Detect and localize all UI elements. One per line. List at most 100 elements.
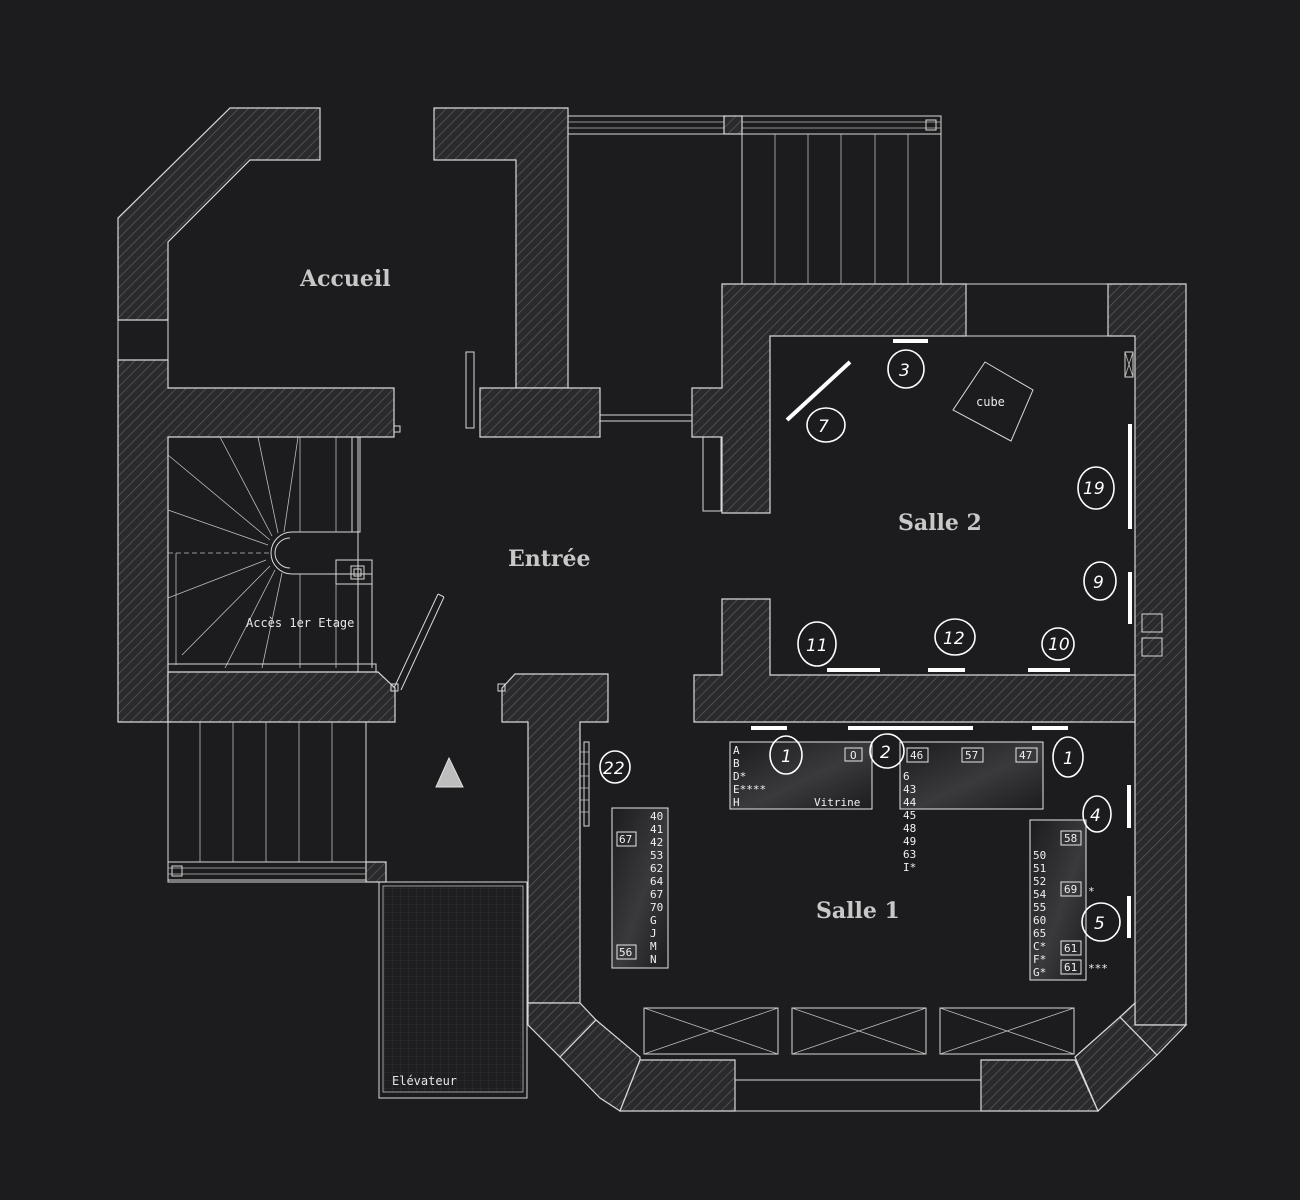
spiral-stair [167,436,377,673]
bottom-windows [643,1007,1075,1055]
table-box-label: 61 [1064,961,1077,974]
table-list-item: 64 [650,875,664,888]
table-list-item: 55 [1033,901,1046,914]
table-box-label: 56 [619,946,632,959]
annotation-7: 7 [806,407,846,443]
vitrine-left: A B D* E**** H O Vitrine [729,741,873,810]
table-list-item: 67 [650,888,663,901]
vitrine-box-label: O [850,749,857,762]
table-box-label: 69 [1064,883,1077,896]
table-list-item: 52 [1033,875,1046,888]
vitrine-letter: H [733,796,740,809]
annotation-19: 19 [1077,466,1115,510]
room-label-entree: Entrée [508,546,591,572]
doors [390,351,1163,692]
annotation-text: 2 [880,743,891,763]
vitrine-label: Vitrine [814,796,860,809]
walls-salle2 [691,283,1187,1026]
entrance-marker [435,756,464,788]
stairs-label: Accès 1er Etage [246,616,354,630]
annotation-12: 12 [934,618,976,656]
annotation-text: 7 [818,417,829,437]
table-list-item: G [650,914,657,927]
vitrine-box-label: 46 [910,749,923,762]
table-left: 40 41 42 53 62 64 67 70 G J M N 67 56 [611,807,669,969]
table-list-item: N [650,953,657,966]
table-list-item: 41 [650,823,663,836]
annotation-1-right: 1 [1052,736,1084,778]
table-list-item: G* [1033,966,1046,979]
walls-lower [167,721,387,883]
artwork-bars [751,339,1132,938]
annotation-5: 5 [1081,902,1121,942]
stairs-lower-left [167,722,367,881]
vitrine-letter: A [733,744,740,757]
wall-rail [580,741,590,827]
room-label-salle2: Salle 2 [898,510,982,536]
annotation-text: 1 [781,747,792,767]
table-list-item: C* [1033,940,1046,953]
table-list-item: F* [1033,953,1046,966]
vitrine-letter: B [733,757,740,770]
elevator [378,722,529,1099]
annotation-11: 11 [797,621,837,667]
table-list-item: 65 [1033,927,1046,940]
table-list-item: 51 [1033,862,1046,875]
vitrine-list-item: 45 [903,809,916,822]
table-right: 58 50 51 52 54 55 60 65 C* F* G* 69 * 61… [1029,819,1108,981]
annotation-text: 1 [1063,749,1074,769]
table-list-item: 42 [650,836,663,849]
vitrine-list-item: I* [903,861,916,874]
table-box-label: 61 [1064,942,1077,955]
vitrine-list-item: 44 [903,796,917,809]
walls-accueil [117,107,601,723]
vitrine-list-item: 49 [903,835,916,848]
annotations: 7 3 19 9 11 12 10 1 [599,349,1121,942]
table-list-item: 62 [650,862,663,875]
annotation-text: 3 [899,361,910,381]
annotation-3: 3 [887,349,925,389]
vitrine-list-item: 63 [903,848,916,861]
cube-label: cube [976,395,1005,409]
room-label-salle1: Salle 1 [816,898,900,924]
annotation-22: 22 [599,750,631,784]
table-list-item: 60 [1033,914,1046,927]
table-box-label: 67 [619,833,632,846]
annotation-2: 2 [869,733,905,769]
table-list-item: M [650,940,657,953]
table-star: *** [1088,962,1108,975]
table-list-item: 54 [1033,888,1047,901]
walls-salle1 [501,673,1188,1113]
annotation-text: 12 [943,629,965,649]
annotation-4: 4 [1082,795,1112,833]
table-box-label: 58 [1064,832,1077,845]
cube-object: cube [952,361,1034,442]
stairs-top [567,115,942,284]
vitrine-letter: D* [733,770,746,783]
elevator-label: Elévateur [392,1074,457,1088]
table-list-item: 70 [650,901,663,914]
table-list-item: 53 [650,849,663,862]
annotation-text: 22 [603,759,625,779]
annotation-1-left: 1 [769,735,803,775]
table-list-item: 50 [1033,849,1046,862]
room-label-accueil: Accueil [299,266,391,292]
table-list-item: J [650,927,657,940]
vitrine-box-label: 57 [965,749,978,762]
annotation-text: 19 [1083,479,1105,499]
vitrine-mid: 46 57 47 6 43 44 45 48 49 63 I* [899,741,1044,874]
vitrine-list-item: 48 [903,822,916,835]
table-list-item: 40 [650,810,663,823]
annotation-text: 9 [1093,573,1104,593]
annotation-10: 10 [1041,627,1075,661]
annotation-text: 4 [1090,806,1101,826]
annotation-text: 10 [1048,635,1070,655]
vitrine-list-item: 6 [903,770,910,783]
vitrine-letter: E**** [733,783,766,796]
annotation-text: 5 [1094,914,1105,934]
vitrine-box-label: 47 [1019,749,1032,762]
table-star: * [1088,885,1095,898]
annotation-9: 9 [1083,561,1117,601]
annotation-text: 11 [806,636,828,656]
